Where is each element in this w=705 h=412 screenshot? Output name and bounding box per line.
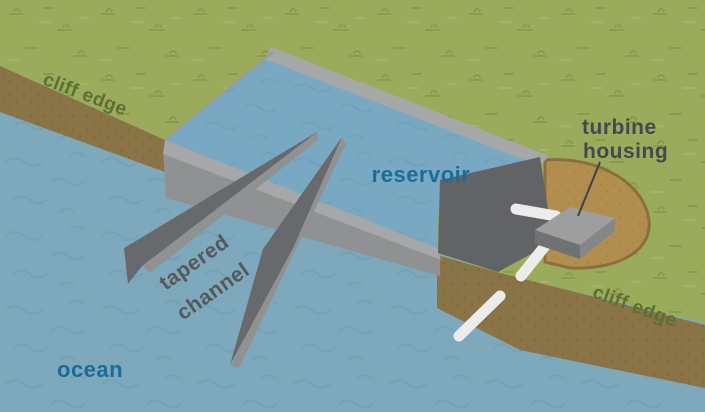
channel-wall-left-top [142, 132, 319, 273]
channel-wall-right [230, 137, 342, 365]
reservoir-top-wall [265, 47, 549, 166]
turbine-housing-front [535, 230, 580, 259]
turbine-housing-label-line1: turbine [582, 116, 657, 139]
turbine-housing-side [580, 218, 615, 259]
turbine-housing-top [535, 207, 615, 245]
inlet-pipe [510, 203, 562, 222]
ocean-label: ocean [57, 357, 123, 382]
outflow-pipe-lower [453, 290, 506, 342]
turbine-pointer-line [577, 161, 601, 217]
dam-wall [438, 157, 553, 272]
turbine-housing-label-line2: housing [583, 140, 668, 163]
reservoir-label: reservoir [372, 162, 471, 187]
reservoir-left-edge [164, 51, 274, 141]
